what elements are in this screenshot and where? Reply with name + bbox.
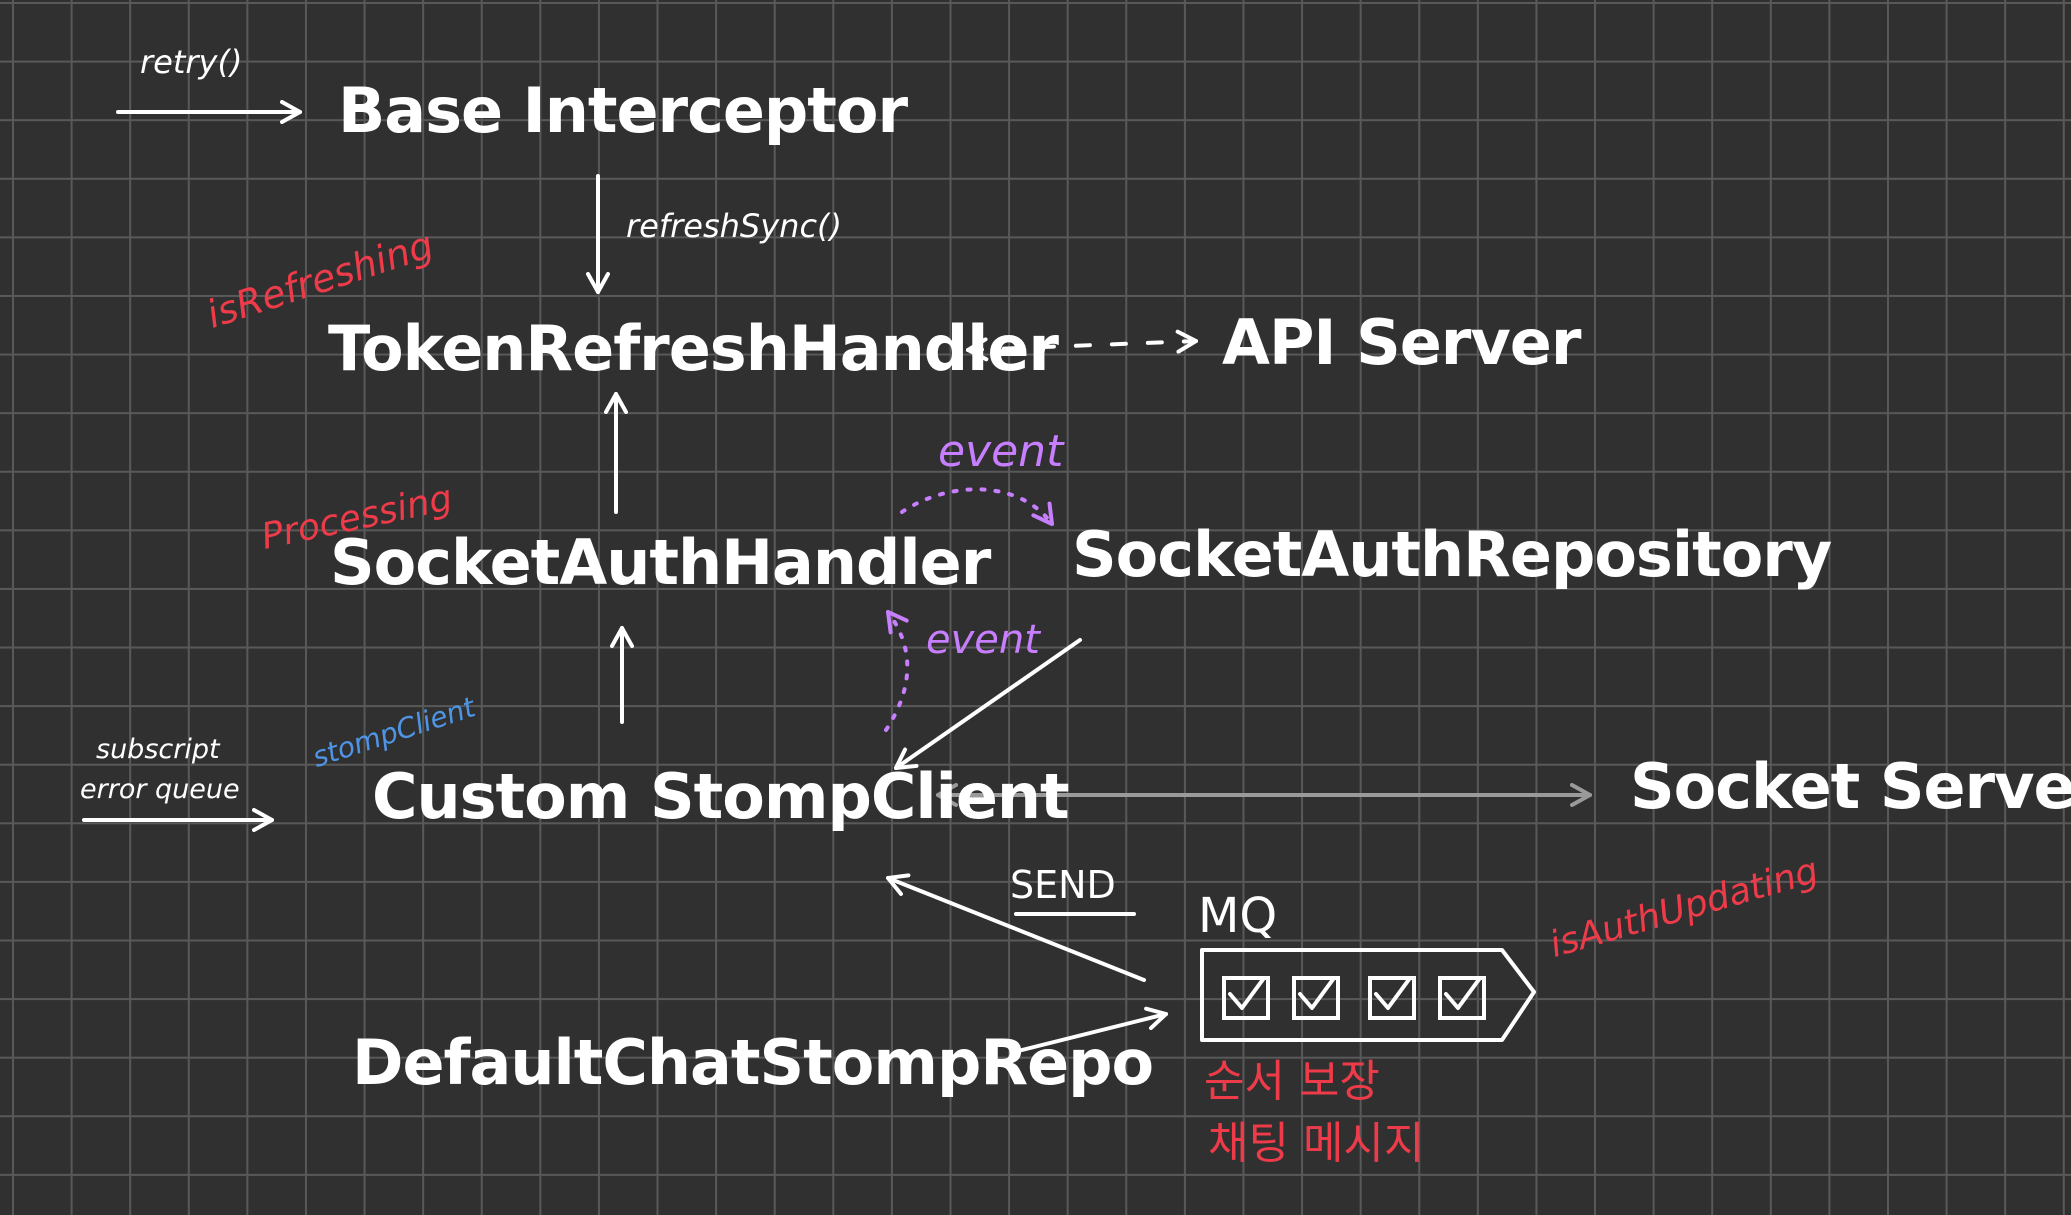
arrow-token-api-dashed <box>966 329 1198 362</box>
node-socket-auth-repository: SocketAuthRepository <box>1072 518 1832 591</box>
label-subscript: subscript <box>96 734 220 765</box>
check-icon <box>1374 980 1412 1010</box>
node-default-chat-stomp-repo: DefaultChatStompRepo <box>352 1026 1154 1099</box>
node-base-interceptor: Base Interceptor <box>338 74 908 147</box>
check-icon <box>1228 980 1266 1010</box>
annotation-note-ordering: 순서 보장 <box>1204 1056 1380 1107</box>
node-socket-server: Socket Server <box>1630 750 2071 823</box>
label-send: SEND <box>1010 863 1116 907</box>
check-icon <box>1298 980 1336 1010</box>
mq-slot-2 <box>1292 976 1340 1020</box>
label-refresh-sync: refreshSync() <box>626 207 842 245</box>
node-api-server: API Server <box>1222 306 1581 379</box>
mq-slot-1 <box>1222 976 1270 1020</box>
label-retry: retry() <box>140 43 243 81</box>
label-event-bottom: event <box>926 617 1040 663</box>
annotation-note-chat-message: 채팅 메시지 <box>1208 1118 1425 1169</box>
arrow-repo-to-mq <box>1012 1006 1168 1054</box>
arrow-mq-send <box>886 873 1146 982</box>
mq-slot-3 <box>1368 976 1416 1020</box>
node-custom-stomp-client: Custom StompClient <box>372 760 1070 833</box>
label-event-top: event <box>938 426 1064 477</box>
arrow-repo-to-client <box>894 638 1082 770</box>
node-socket-auth-handler: SocketAuthHandler <box>330 526 991 599</box>
arrow-event-auth-to-repo <box>900 487 1054 526</box>
label-error-queue: error queue <box>80 774 240 805</box>
arrow-event-client-to-auth <box>884 610 910 732</box>
node-mq: MQ <box>1198 888 1278 944</box>
mq-queue-body <box>1200 948 1536 1042</box>
check-icon <box>1444 980 1482 1010</box>
mq-slot-4 <box>1438 976 1486 1020</box>
node-token-refresh-handler: TokenRefreshHandler <box>328 312 1059 385</box>
